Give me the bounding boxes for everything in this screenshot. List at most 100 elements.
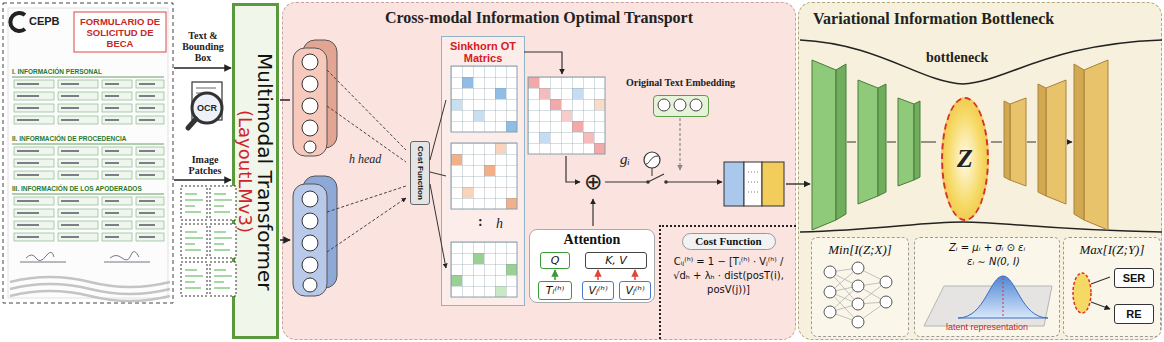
- cost-formula-panel: Cost FunctionCᵢⱼ⁽ʰ⁾ = 1 − [Tᵢ⁽ʰ⁾ · Vⱼ⁽ʰ⁾…: [659, 225, 796, 339]
- sinkhorn-matrices: [451, 143, 517, 209]
- encoder-stacks: [293, 48, 327, 156]
- node-text: Zᵢ = μᵢ + σᵢ ⊙ εᵢ: [949, 241, 1025, 254]
- node-text: Multimodal Transformer: [255, 53, 275, 290]
- head-index-label: h: [496, 216, 503, 232]
- key-value-box: K, V: [585, 252, 647, 269]
- min-network: [824, 306, 836, 318]
- encoder-stacks: [302, 257, 318, 273]
- sinkhorn-matrices: [451, 242, 517, 297]
- fusion-wiring: [744, 162, 762, 206]
- text-token-box: Tᵢ⁽ʰ⁾: [538, 281, 572, 300]
- node-text: Q: [551, 254, 560, 267]
- encoder-stacks: [302, 213, 318, 229]
- fusion-wiring: [762, 162, 784, 206]
- encoder-stacks: [302, 191, 318, 207]
- bottleneck-network: [1084, 60, 1108, 230]
- image-patches: [181, 262, 207, 296]
- connector-arrow: [634, 270, 636, 280]
- connector-arrow: [174, 67, 231, 69]
- node-text: Vⱼ⁽ʰ⁾: [588, 284, 607, 297]
- node-text: FORMULARIO DE SOLICITUD DE BECA: [75, 16, 165, 49]
- node-text: εᵢ ∼ N(0, I): [967, 255, 1020, 268]
- visual-token-box: Vⱼ⁽ʰ⁾: [582, 281, 614, 300]
- form-document: [14, 171, 164, 179]
- connector-arrow: [174, 179, 231, 181]
- form-document: [20, 262, 150, 263]
- visual-token-box: Vⱼ⁽ʰ⁾: [619, 281, 651, 300]
- node-text: III. INFORMACIÓN DE LOS APODERADOS: [12, 185, 142, 193]
- latent-ellipse: Z: [941, 97, 989, 221]
- form-document: [14, 209, 164, 217]
- ocr-label-box: OCR: [194, 101, 220, 115]
- ocr-icon: [188, 82, 222, 128]
- attention-box: AttentionQK, VTᵢ⁽ʰ⁾Vⱼ⁽ʰ⁾Vⱼ⁽ʰ⁾: [529, 229, 655, 303]
- node-text: Sinkhorn OT Matrics: [442, 37, 524, 64]
- query-box: Q: [540, 252, 570, 269]
- bottleneck-network: [1010, 98, 1026, 186]
- min-network: [852, 298, 864, 310]
- encoder-stacks: [304, 141, 316, 153]
- fusion-wiring: [646, 180, 650, 184]
- bottleneck-network: [1046, 80, 1066, 204]
- bottleneck-network: [1004, 101, 1010, 180]
- form-document: [14, 221, 164, 229]
- image-patches: [210, 262, 236, 296]
- node-text: Cross-modal Information Optimal Transpor…: [283, 8, 795, 28]
- bottleneck-network: [914, 101, 920, 180]
- form-document: [3, 3, 173, 303]
- task-heads: [1073, 273, 1091, 313]
- node-text: (LayoutLMv3): [235, 110, 255, 233]
- min-network: [852, 280, 864, 292]
- bottleneck-network: [836, 64, 846, 220]
- fusion-wiring: [724, 162, 744, 206]
- image-patches: [181, 186, 207, 220]
- form-document: [14, 233, 164, 241]
- sum-symbol: ⊕: [584, 170, 602, 194]
- transport-matrix: [528, 77, 605, 154]
- sinkhorn-matrices: [451, 66, 517, 132]
- form-document: [8, 8, 168, 298]
- form-document: [14, 159, 164, 167]
- fusion-wiring: [690, 99, 702, 111]
- image-patches: [210, 186, 236, 220]
- form-document: [14, 80, 164, 88]
- bottleneck-network: [1038, 84, 1046, 196]
- node-text: Max[I(Z;Y)]: [1064, 238, 1160, 258]
- node-text: RE: [1126, 308, 1141, 321]
- fusion-wiring: [658, 99, 670, 111]
- encoder-stacks: [303, 278, 317, 292]
- min-network: [880, 296, 892, 308]
- encoder-stacks: [302, 235, 318, 251]
- form-document: [26, 251, 139, 260]
- cost-function-box: Cost Function: [410, 141, 430, 205]
- encoder-stacks: [302, 120, 318, 136]
- edge-label: Text & Bounding Box: [174, 30, 232, 63]
- node-text: Original Text Embedding: [612, 77, 749, 89]
- encoder-stacks: [302, 76, 318, 92]
- form-document: [14, 104, 164, 112]
- form-document: [10, 13, 25, 31]
- task-box: SER: [1114, 268, 1154, 288]
- min-network: [824, 266, 836, 278]
- sinkhorn-matrices: [451, 143, 517, 209]
- encoder-stacks: [302, 54, 318, 70]
- fusion-wiring: [674, 99, 686, 111]
- transport-matrix: [528, 77, 605, 154]
- node-text: Cost Function: [682, 233, 776, 250]
- node-text: Cost Function: [415, 146, 425, 200]
- task-box: RE: [1114, 304, 1154, 324]
- edge-label: Image Patches: [175, 154, 235, 176]
- sinkhorn-matrices: [451, 242, 517, 297]
- fusion-wiring: [646, 156, 658, 164]
- min-network: [880, 276, 892, 288]
- node-text: Min[I(Z;X)]: [812, 238, 908, 258]
- sinkhorn-matrices: [451, 143, 517, 209]
- bottleneck-network: [1074, 64, 1084, 220]
- fusion-wiring: [666, 181, 722, 182]
- ot-module-region: Cross-modal Information Optimal Transpor…: [282, 2, 796, 340]
- fusion-wiring: [748, 172, 758, 192]
- fusion-wiring: [652, 168, 653, 176]
- head-count-label: h head: [349, 152, 381, 166]
